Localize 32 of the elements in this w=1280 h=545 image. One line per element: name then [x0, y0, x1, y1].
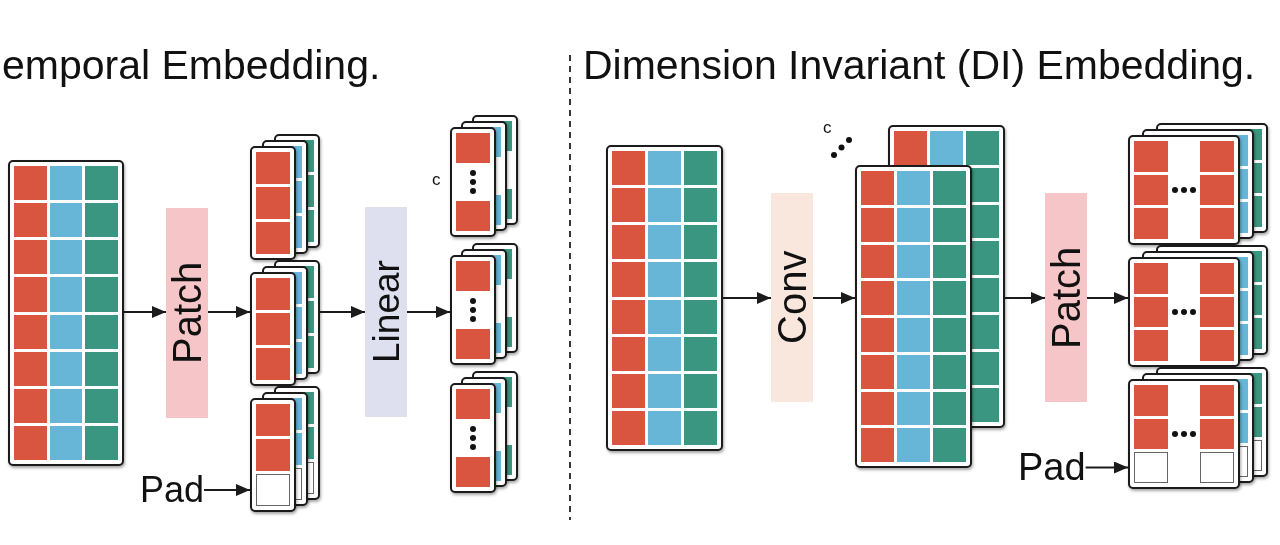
pad-label: Pad	[140, 472, 205, 508]
feature-map-stack-drawing	[855, 125, 1005, 468]
panel-heading: Dimension Invariant (DI) Embedding.	[583, 45, 1256, 86]
operation-box: Patch	[1045, 193, 1087, 402]
patch-stack-drawing	[250, 134, 320, 260]
matrix-drawing	[606, 145, 723, 451]
channel-label: c	[823, 119, 832, 136]
embedding-stack-drawing	[450, 115, 518, 237]
patch-stack-drawing	[1128, 367, 1268, 489]
arrow	[722, 292, 772, 304]
arrow	[406, 306, 451, 318]
patch-stack-drawing	[1128, 123, 1268, 245]
arrow	[207, 306, 251, 318]
arrow	[812, 292, 856, 304]
arrow	[1086, 292, 1129, 304]
patch-stack-drawing	[250, 260, 320, 386]
arrow	[319, 306, 366, 318]
operation-box: Linear	[365, 207, 407, 417]
channel-label: c	[432, 171, 441, 188]
matrix-drawing	[8, 160, 124, 466]
arrow	[1084, 461, 1129, 474]
operation-box: Conv	[771, 193, 813, 402]
arrow	[203, 484, 251, 496]
patch-stack-drawing	[250, 386, 320, 512]
arrow	[1004, 292, 1046, 304]
operation-box: Patch	[166, 208, 208, 418]
arrow	[123, 306, 167, 318]
embedding-stack-drawing	[450, 371, 518, 493]
patch-stack-drawing	[1128, 245, 1268, 367]
pad-label: Pad	[1018, 448, 1086, 486]
embedding-stack-drawing	[450, 243, 518, 365]
panel-heading: emporal Embedding.	[2, 45, 381, 86]
